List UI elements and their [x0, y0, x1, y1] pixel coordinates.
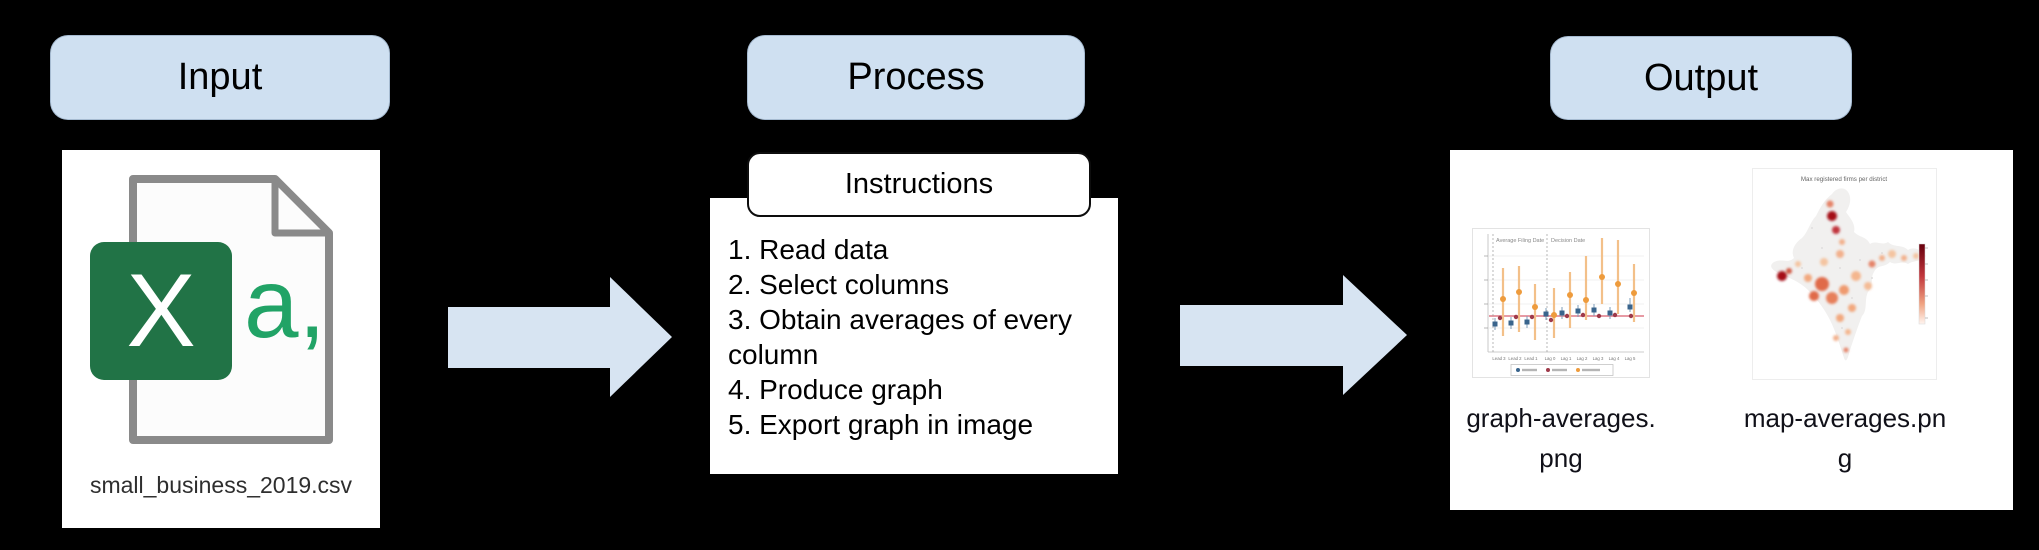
instructions-step-list: 1. Read data 2. Select columns 3. Obtain…	[728, 232, 1106, 442]
choropleth-patches	[1777, 200, 1919, 353]
colorbar-ticks	[1925, 247, 1928, 319]
instruction-step: 3. Obtain averages of every column	[728, 304, 1072, 370]
output-header-box: Output	[1550, 36, 1852, 120]
graph-averages-thumbnail: Average Filing Date Decision Date	[1472, 228, 1650, 378]
map-averages-thumbnail: Max registered firms per district	[1752, 168, 1937, 380]
orange-series-markers	[1500, 274, 1637, 318]
svg-text:Lag 0: Lag 0	[1545, 356, 1556, 361]
excel-green-badge: X	[90, 242, 232, 380]
process-panel: 1. Read data 2. Select columns 3. Obtain…	[710, 198, 1118, 474]
input-panel: X a, small_business_2019.csv	[62, 150, 380, 528]
instruction-step: 2. Select columns	[728, 269, 949, 300]
thumb-panel2-title: Decision Date	[1551, 238, 1585, 244]
process-header-box: Process	[747, 35, 1085, 120]
output-header-label: Output	[1643, 56, 1759, 99]
svg-text:Lead 1: Lead 1	[1524, 356, 1538, 361]
filename-line: g	[1837, 443, 1853, 473]
thumb-legend	[1510, 364, 1614, 376]
svg-text:Lag 1: Lag 1	[1561, 356, 1572, 361]
map-colorbar	[1918, 243, 1926, 325]
instruction-step: 5. Export graph in image	[728, 409, 1034, 440]
csv-a-comma-glyph: a,	[244, 248, 326, 358]
instruction-step: 1. Read data	[728, 234, 889, 265]
input-filename: small_business_2019.csv	[89, 472, 353, 498]
instructions-title-box: Instructions	[747, 152, 1091, 217]
input-header-label: Input	[177, 56, 263, 98]
svg-text:Lag 5: Lag 5	[1625, 356, 1636, 361]
india-map-outline	[1771, 188, 1926, 361]
blue-series-markers	[1492, 304, 1633, 327]
filename-line: png	[1539, 443, 1583, 473]
red-series-markers	[1497, 312, 1634, 323]
map-averages-filename: map-averages.pn g	[1740, 398, 1950, 478]
arrow-input-to-process-icon	[448, 277, 672, 397]
arrow-process-to-output-icon	[1180, 275, 1407, 395]
filename-line: map-averages.pn	[1743, 403, 1947, 433]
process-header-label: Process	[847, 56, 985, 98]
folded-corner	[271, 175, 333, 237]
instructions-title-label: Instructions	[844, 168, 994, 200]
svg-text:Lag 2: Lag 2	[1577, 356, 1588, 361]
filename-line: graph-averages.	[1466, 403, 1656, 433]
output-panel: Average Filing Date Decision Date	[1450, 150, 2013, 510]
thumb-panel1-title: Average Filing Date	[1496, 238, 1544, 244]
graph-averages-filename: graph-averages. png	[1456, 398, 1666, 478]
district-speckle	[1801, 227, 1883, 329]
svg-text:Lead 3: Lead 3	[1492, 356, 1506, 361]
svg-text:Lead 2: Lead 2	[1508, 356, 1522, 361]
input-header-box: Input	[50, 35, 390, 120]
map-thumb-title: Max registered firms per district	[1801, 176, 1888, 183]
thumb-x-tick-labels: Lead 3 Lead 2 Lead 1 Lag 0 Lag 1 Lag 2 L…	[1492, 356, 1636, 361]
svg-text:Lag 3: Lag 3	[1593, 356, 1604, 361]
excel-x-letter: X	[126, 252, 196, 369]
svg-text:Lag 4: Lag 4	[1609, 356, 1620, 361]
instruction-step: 4. Produce graph	[728, 374, 943, 405]
